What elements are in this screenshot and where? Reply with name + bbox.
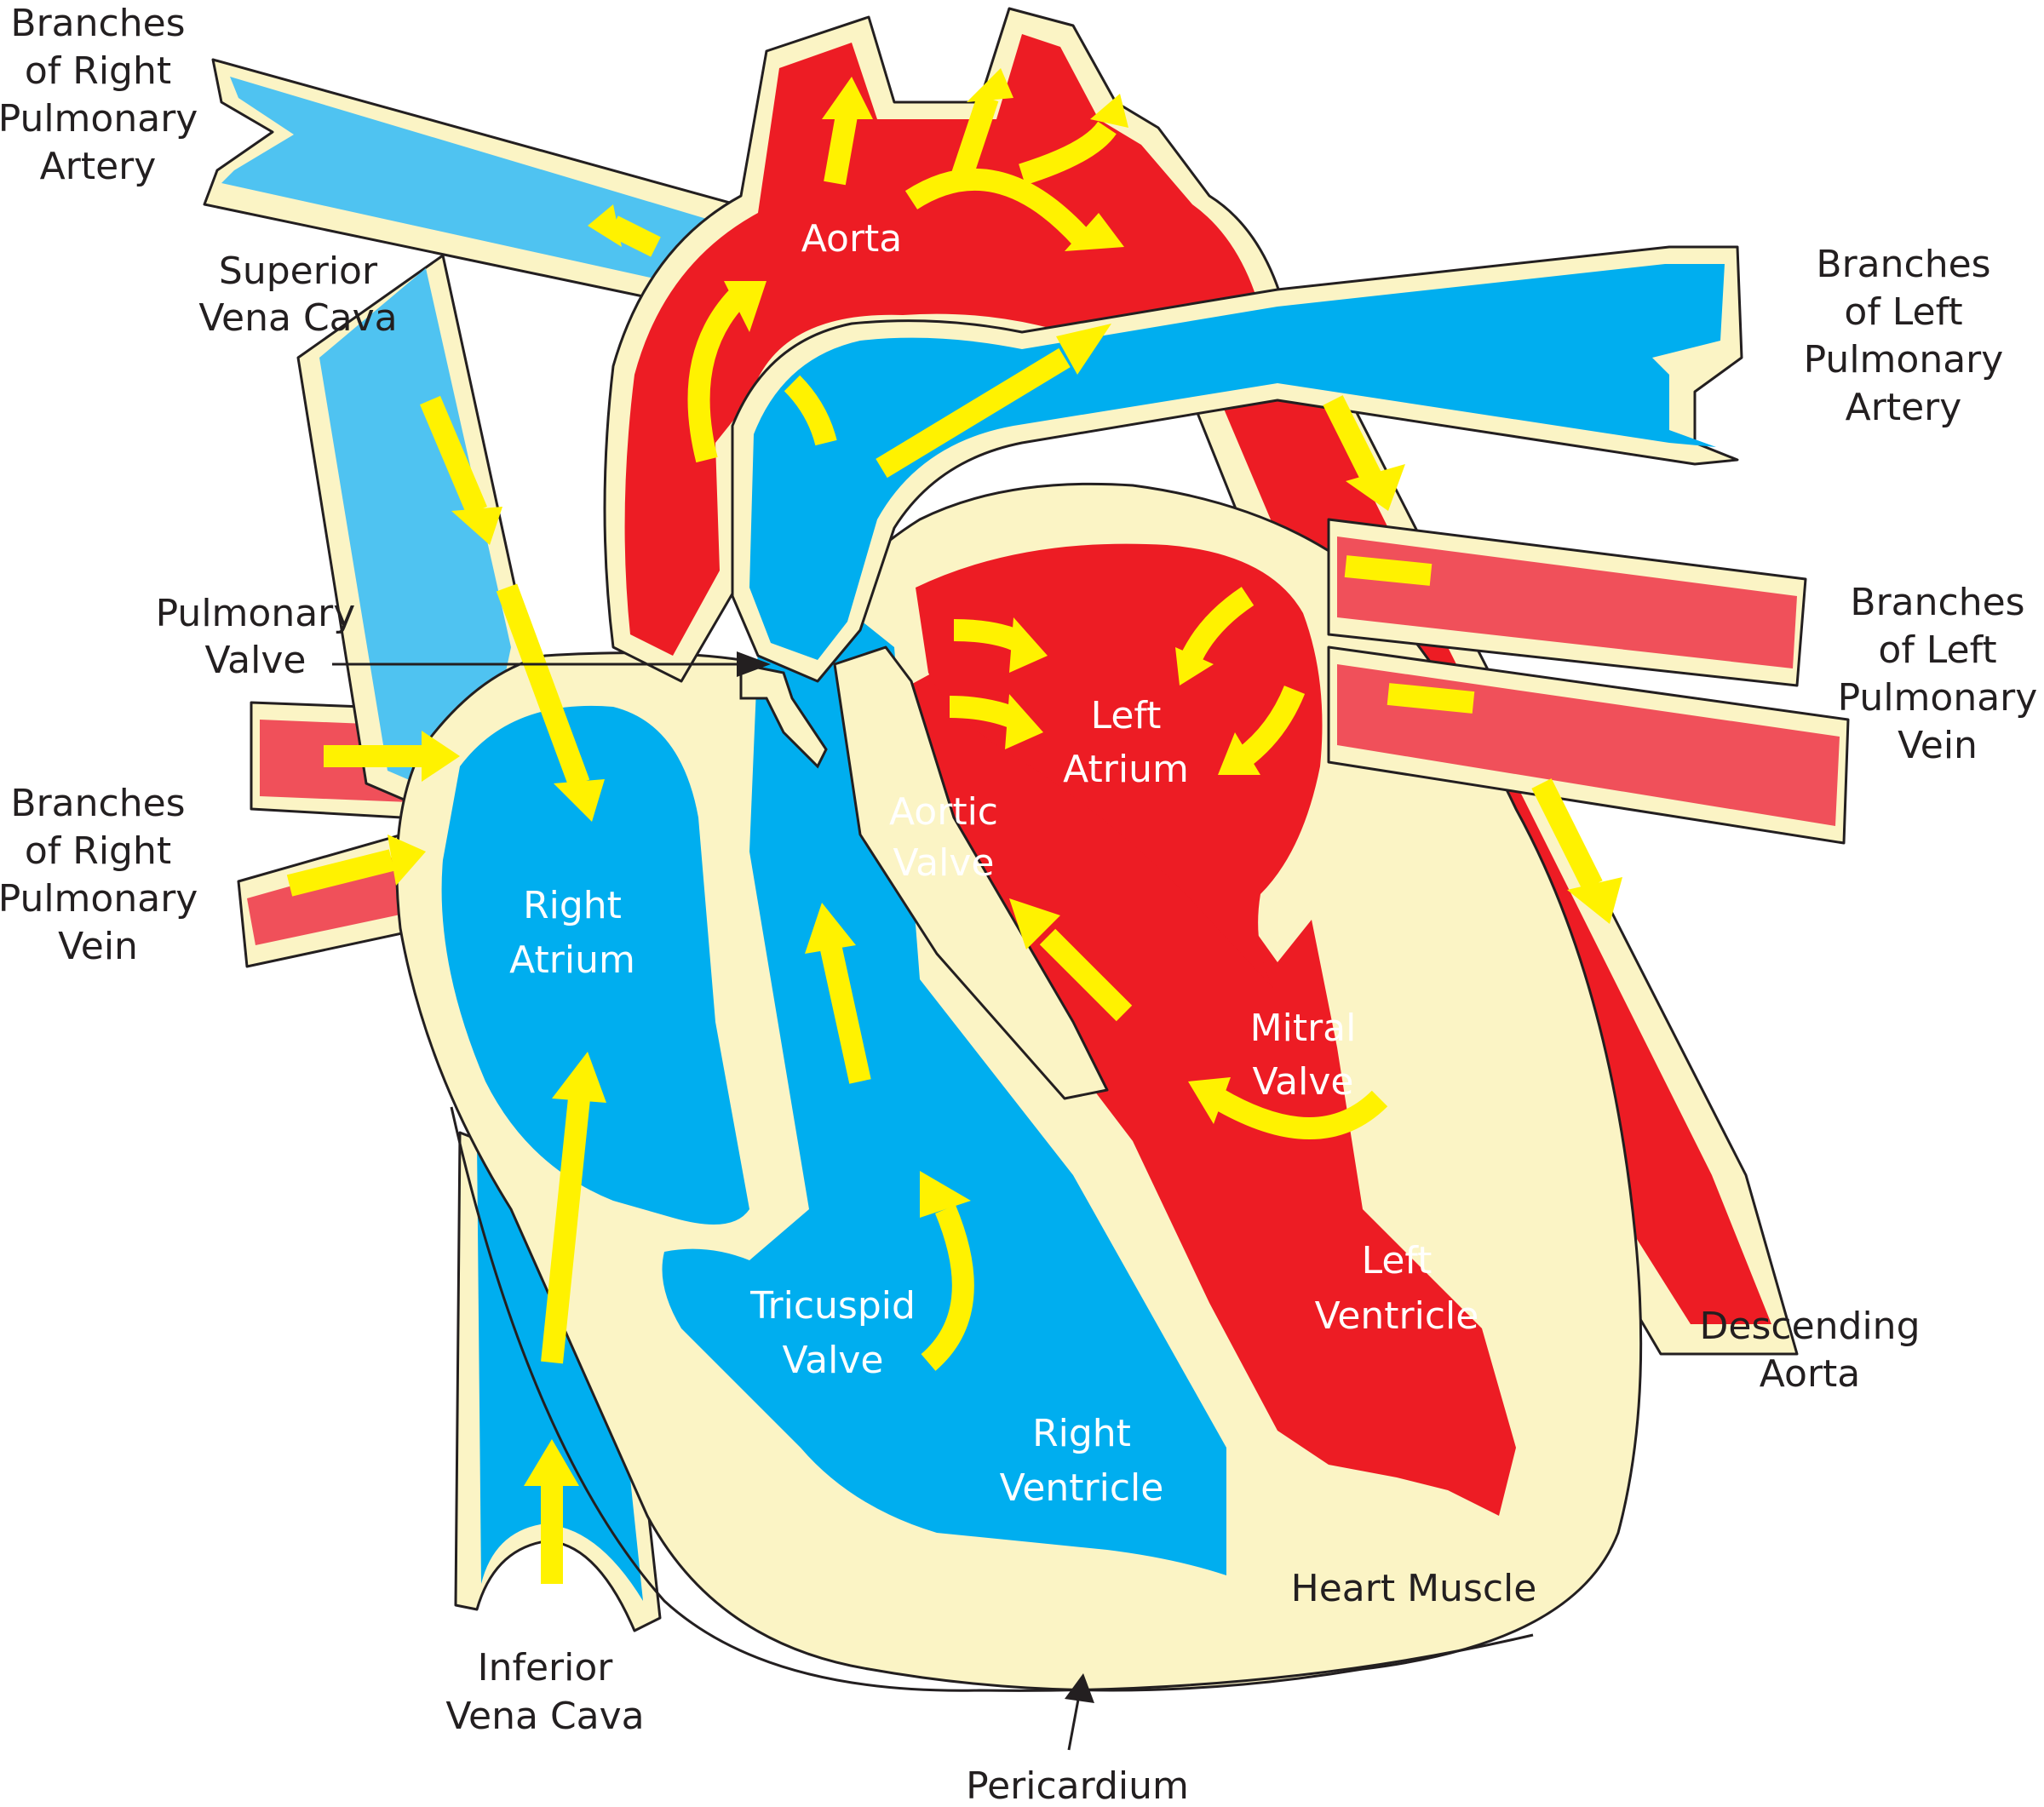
svg-text:Aorta: Aorta: [1760, 1352, 1861, 1396]
svg-text:Vena Cava: Vena Cava: [198, 296, 397, 340]
label-aorta: Aorta: [801, 217, 903, 261]
svg-text:Tricuspid: Tricuspid: [749, 1284, 916, 1328]
svg-text:Pulmonary: Pulmonary: [1804, 338, 2004, 381]
svg-text:Artery: Artery: [40, 145, 157, 188]
label-right-ventricle: Right Ventricle: [1000, 1412, 1164, 1510]
label-descending-aorta: Descending Aorta: [1700, 1305, 1921, 1396]
svg-text:Right: Right: [523, 884, 622, 927]
svg-text:Pulmonary: Pulmonary: [0, 97, 198, 141]
label-left-ventricle: Left Ventricle: [1315, 1239, 1479, 1338]
label-right-atrium: Right Atrium: [509, 884, 635, 982]
svg-text:Branches: Branches: [1850, 581, 2024, 624]
label-pericardium: Pericardium: [966, 1764, 1189, 1807]
right-atrium-chamber: [441, 705, 749, 1225]
flow-arrows: [286, 68, 1622, 1584]
svg-text:of Right: of Right: [25, 829, 171, 873]
svg-text:Vena Cava: Vena Cava: [445, 1695, 644, 1738]
svg-text:Valve: Valve: [783, 1339, 884, 1382]
label-branches-left-pulmonary-artery: Branches of Left Pulmonary Artery: [1804, 243, 2004, 429]
svg-text:Valve: Valve: [205, 639, 307, 682]
pericardium-line: [450, 1106, 1534, 1692]
label-tricuspid-valve: Tricuspid Valve: [749, 1284, 916, 1382]
svg-text:Aorta: Aorta: [801, 217, 903, 261]
superior-vena-cava-vessel: [296, 254, 530, 836]
svg-text:Branches: Branches: [1816, 243, 1990, 286]
svg-text:Vein: Vein: [58, 925, 138, 968]
svg-text:Atrium: Atrium: [1063, 748, 1189, 791]
svg-text:Branches: Branches: [10, 782, 185, 825]
label-branches-left-pulmonary-vein: Branches of Left Pulmonary Vein: [1838, 581, 2038, 767]
label-inferior-vena-cava: Inferior Vena Cava: [445, 1646, 644, 1738]
label-heart-muscle: Heart Muscle: [1291, 1567, 1537, 1610]
svg-text:Aortic: Aortic: [889, 790, 998, 834]
label-left-atrium: Left Atrium: [1063, 694, 1189, 791]
svg-text:Pulmonary: Pulmonary: [156, 592, 356, 635]
svg-text:Pulmonary: Pulmonary: [0, 877, 198, 921]
pulmonary-trunk-vessel: [731, 245, 1743, 683]
svg-text:Ventricle: Ventricle: [1315, 1294, 1479, 1338]
svg-text:Atrium: Atrium: [509, 938, 635, 982]
svg-text:Vein: Vein: [1898, 724, 1978, 767]
svg-text:Superior: Superior: [219, 250, 378, 293]
svg-text:Right: Right: [1032, 1412, 1131, 1455]
svg-text:Left: Left: [1091, 694, 1162, 737]
svg-text:Valve: Valve: [1253, 1060, 1354, 1104]
svg-text:Left: Left: [1362, 1239, 1433, 1282]
svg-text:Pulmonary: Pulmonary: [1838, 676, 2038, 720]
right-ventricle-chamber: [662, 613, 1226, 1575]
label-branches-right-pulmonary-artery: Branches of Right Pulmonary Artery: [0, 2, 198, 188]
svg-text:Valve: Valve: [893, 841, 995, 885]
svg-text:Artery: Artery: [1846, 386, 1962, 429]
pulmonary-valve-flap: [739, 663, 828, 769]
svg-text:Heart Muscle: Heart Muscle: [1291, 1567, 1537, 1610]
svg-text:Pericardium: Pericardium: [966, 1764, 1189, 1807]
svg-text:of Left: of Left: [1878, 628, 1996, 672]
svg-text:Descending: Descending: [1700, 1305, 1921, 1348]
svg-text:Ventricle: Ventricle: [1000, 1466, 1164, 1510]
label-mitral-valve: Mitral Valve: [1250, 1007, 1357, 1104]
pulmonary-valve-pointer: [332, 651, 771, 677]
label-superior-vena-cava: Superior Vena Cava: [198, 250, 397, 340]
svg-text:of Right: of Right: [25, 49, 171, 93]
label-aortic-valve: Aortic Valve: [889, 790, 998, 885]
svg-text:Inferior: Inferior: [478, 1646, 614, 1689]
interventricular-septum: [833, 645, 1109, 1100]
label-branches-right-pulmonary-vein: Branches of Right Pulmonary Vein: [0, 782, 198, 968]
pericardium-pointer: [1065, 1673, 1094, 1751]
label-pulmonary-valve: Pulmonary Valve: [156, 592, 356, 682]
svg-text:Branches: Branches: [10, 2, 185, 45]
svg-text:Mitral: Mitral: [1250, 1007, 1357, 1050]
svg-text:of Left: of Left: [1844, 290, 1962, 334]
